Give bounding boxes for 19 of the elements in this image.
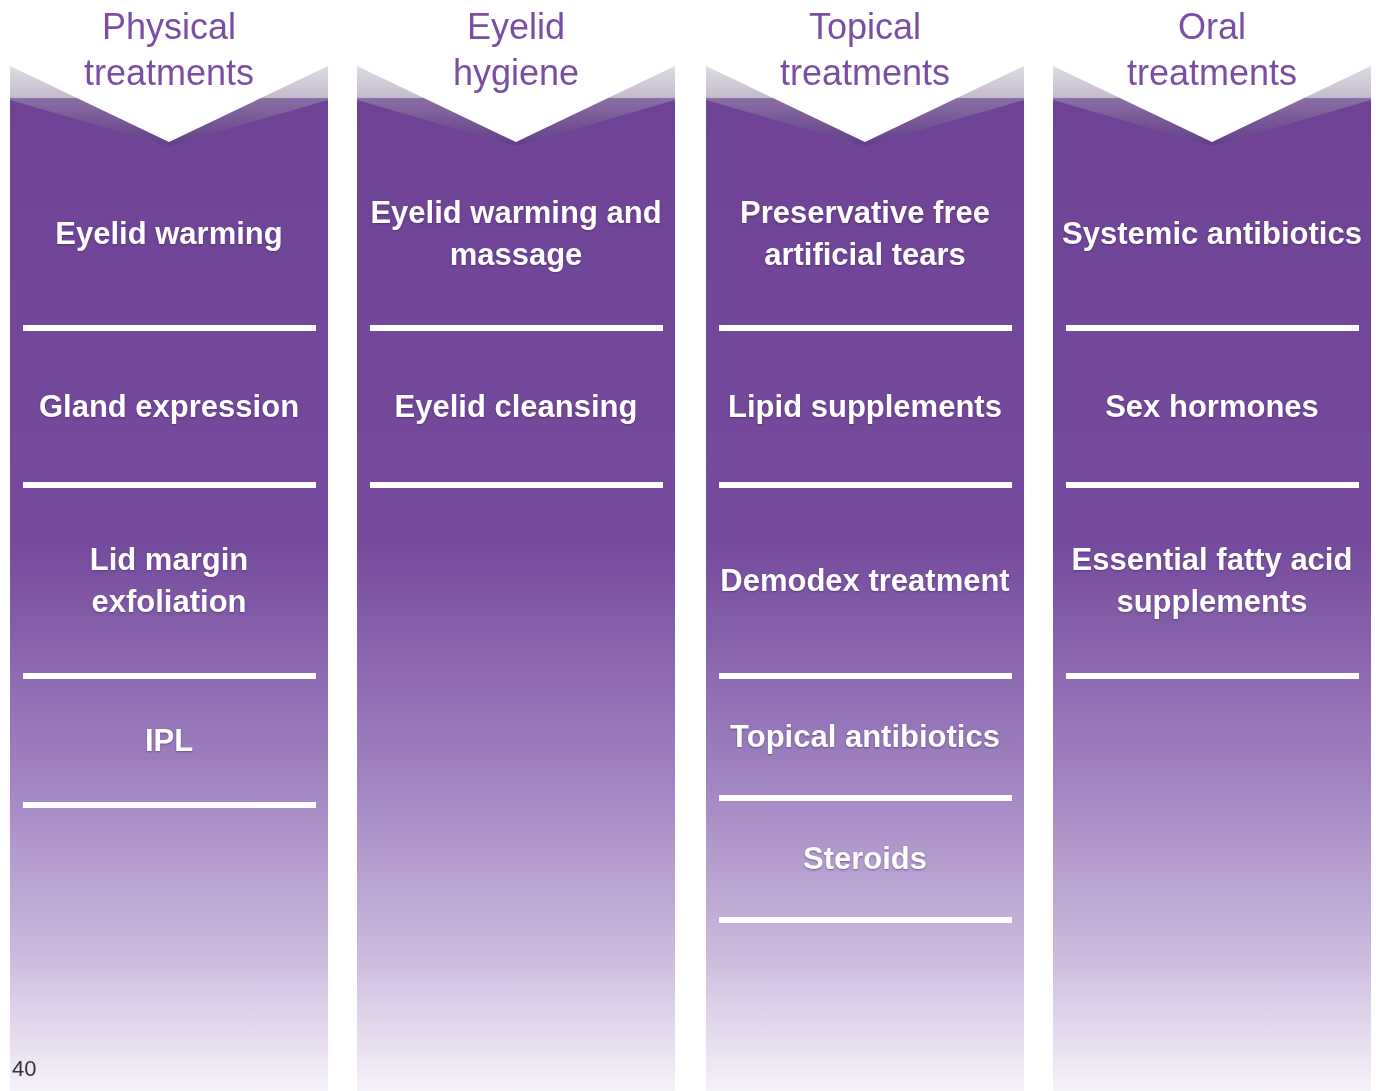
column-heading: Physical treatments xyxy=(82,5,256,95)
treatment-label: Essential fatty acid supplements xyxy=(1053,488,1371,673)
column-heading: Eyelid hygiene xyxy=(451,5,581,95)
treatment-label: IPL xyxy=(10,679,328,802)
treatment-label: Eyelid warming xyxy=(10,142,328,325)
treatment-label: Eyelid cleansing xyxy=(357,331,675,482)
page-number: 40 xyxy=(12,1056,37,1082)
treatment-label: Lipid supplements xyxy=(706,331,1024,482)
treatment-label: Preservative free artificial tears xyxy=(706,142,1024,325)
treatment-label: Sex hormones xyxy=(1053,331,1371,482)
column-heading: Topical treatments xyxy=(778,5,952,95)
treatment-label: Steroids xyxy=(706,801,1024,917)
treatment-label: Topical antibiotics xyxy=(706,679,1024,795)
treatment-label: Lid margin exfoliation xyxy=(10,488,328,673)
treatment-label: Gland expression xyxy=(10,331,328,482)
column-heading: Oral treatments xyxy=(1125,5,1299,95)
treatment-label: Demodex treatment xyxy=(706,488,1024,673)
treatment-label: Systemic antibiotics xyxy=(1053,142,1371,325)
treatment-label: Eyelid warming and massage xyxy=(357,142,675,325)
